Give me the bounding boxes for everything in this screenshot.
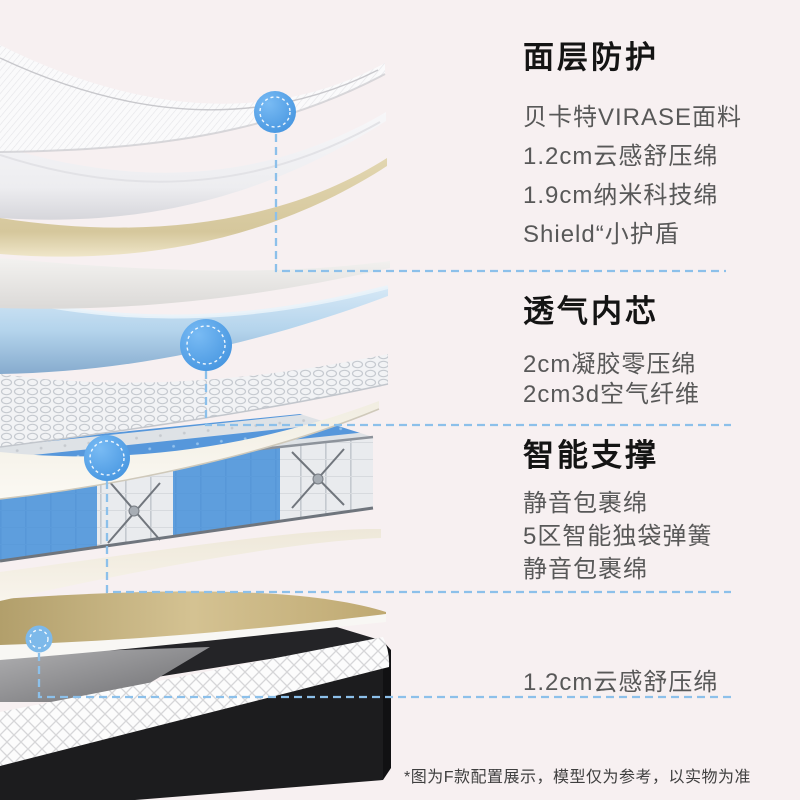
section-surface-protection: 面层防护 贝卡特VIRASE面料 1.2cm云感舒压绵 1.9cm纳米科技绵 S… (523, 40, 742, 254)
wrap-foam-bottom-layer (0, 528, 381, 601)
spec-line: 2cm3d空气纤维 (523, 381, 701, 408)
spec-line: 静音包裹绵 (523, 490, 648, 517)
spec-list: 2cm凝胶零压绵 2cm3d空气纤维 (523, 350, 700, 410)
support-foam-layer (0, 591, 386, 660)
surface-fabric-layer (0, 45, 386, 153)
air-fiber-3d-layer (0, 354, 389, 448)
callout-marker-3 (84, 435, 130, 481)
callout-marker-4 (25, 625, 53, 653)
spec-line: 2cm凝胶零压绵 (523, 351, 697, 378)
bottom-layer-label: 1.2cm云感舒压绵 (523, 669, 719, 696)
spec-line: 1.9cm纳米科技绵 (523, 182, 719, 209)
spec-list: 贝卡特VIRASE面料 1.2cm云感舒压绵 1.9cm纳米科技绵 Shield… (523, 98, 742, 254)
spec-line: Shield“小护盾 (523, 221, 680, 248)
disclaimer-note: *图为F款配置展示，模型仅为参考，以实物为准 (403, 769, 751, 786)
quilted-border-band (0, 637, 390, 766)
leader-line-2 (204, 371, 731, 427)
callout-marker-1 (254, 91, 296, 133)
leader-line-3 (105, 481, 731, 594)
section-heading: 透气内芯 (523, 294, 659, 329)
nano-tech-foam-layer (0, 158, 387, 257)
leader-line-4 (37, 653, 733, 699)
callout-leader-lines (37, 134, 733, 699)
section-breathable-core: 透气内芯 2cm凝胶零压绵 2cm3d空气纤维 (523, 294, 700, 410)
callout-marker-2 (180, 319, 232, 371)
section-smart-support: 智能支撑 静音包裹绵 5区智能独袋弹簧 静音包裹绵 (523, 438, 712, 586)
soft-white-foam-layer (0, 258, 390, 309)
cloud-foam-layer (0, 112, 386, 220)
spec-line: 静音包裹绵 (523, 556, 648, 583)
section-heading: 面层防护 (523, 40, 659, 75)
spec-line: 贝卡特VIRASE面料 (523, 104, 743, 131)
base-foundation (0, 622, 391, 800)
section-heading: 智能支撑 (523, 438, 659, 473)
leader-line-1 (274, 134, 726, 273)
spec-list: 静音包裹绵 5区智能独袋弹簧 静音包裹绵 (523, 487, 712, 586)
spec-line: 1.2cm云感舒压绵 (523, 143, 719, 170)
spec-line: 5区智能独袋弹簧 (523, 523, 713, 550)
callout-markers (25, 91, 296, 653)
